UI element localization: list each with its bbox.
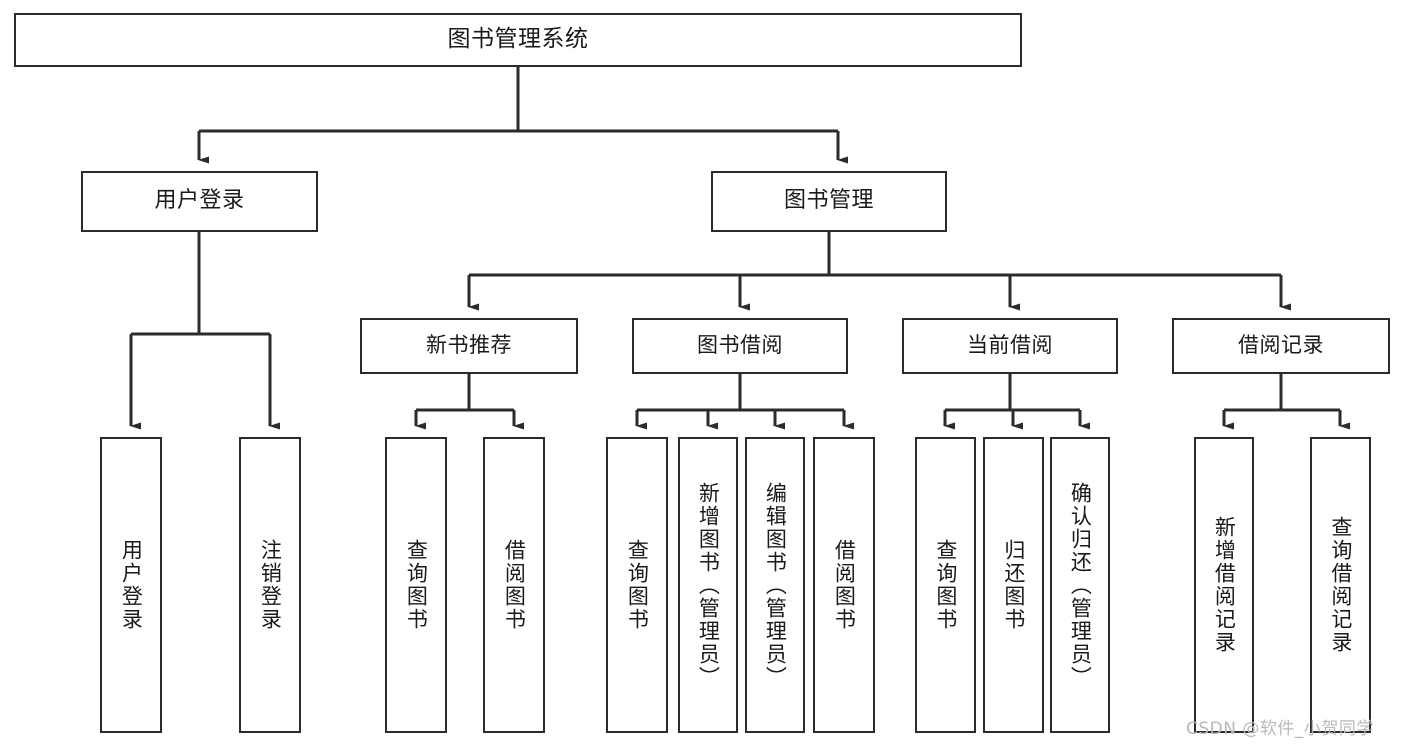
node-leaf-add-record[interactable]: 新增借阅记录 (1194, 437, 1254, 733)
node-leaf-return-book[interactable]: 归还图书 (983, 437, 1044, 733)
node-borrow-record[interactable]: 借阅记录 (1172, 318, 1390, 374)
node-label: 新增借阅记录 (1212, 516, 1237, 654)
node-leaf-borrow-book-2[interactable]: 借阅图书 (813, 437, 875, 733)
node-leaf-query-book-3[interactable]: 查询图书 (915, 437, 976, 733)
node-new-book-recommend[interactable]: 新书推荐 (360, 318, 578, 374)
node-label: 用户登录 (119, 539, 144, 631)
node-book-borrow[interactable]: 图书借阅 (632, 318, 848, 374)
node-book-manage[interactable]: 图书管理 (711, 171, 947, 232)
node-label: 用户登录 (154, 188, 245, 214)
node-user-login[interactable]: 用户登录 (81, 171, 318, 232)
node-label: 查询借阅记录 (1328, 516, 1353, 654)
node-label: 新书推荐 (426, 333, 512, 358)
node-label: 查询图书 (404, 539, 429, 631)
node-root[interactable]: 图书管理系统 (14, 13, 1022, 67)
node-leaf-add-book[interactable]: 新增图书（管理员） (678, 437, 738, 733)
node-label: 借阅记录 (1238, 333, 1324, 358)
node-label: 确认归还（管理员） (1068, 481, 1093, 689)
node-current-borrow[interactable]: 当前借阅 (902, 318, 1118, 374)
node-leaf-confirm-return[interactable]: 确认归还（管理员） (1050, 437, 1110, 733)
watermark-text: CSDN @软件_小贺同学 (1186, 719, 1374, 739)
node-label: 注销登录 (258, 539, 283, 631)
node-label: 图书借阅 (697, 333, 783, 358)
node-label: 编辑图书（管理员） (763, 481, 788, 689)
node-label: 借阅图书 (502, 539, 527, 631)
node-label: 当前借阅 (967, 333, 1053, 358)
node-label: 新增图书（管理员） (696, 481, 721, 689)
node-leaf-edit-book[interactable]: 编辑图书（管理员） (745, 437, 805, 733)
node-label: 图书管理 (783, 188, 874, 214)
node-leaf-borrow-book-1[interactable]: 借阅图书 (483, 437, 545, 733)
node-label: 归还图书 (1001, 539, 1026, 631)
node-label: 查询图书 (933, 539, 958, 631)
node-leaf-query-record[interactable]: 查询借阅记录 (1310, 437, 1371, 733)
node-leaf-user-login[interactable]: 用户登录 (100, 437, 162, 733)
node-leaf-query-book-1[interactable]: 查询图书 (385, 437, 447, 733)
node-leaf-query-book-2[interactable]: 查询图书 (606, 437, 668, 733)
node-label: 图书管理系统 (447, 26, 589, 53)
node-label: 查询图书 (625, 539, 650, 631)
node-label: 借阅图书 (832, 539, 857, 631)
node-leaf-user-logout[interactable]: 注销登录 (239, 437, 301, 733)
